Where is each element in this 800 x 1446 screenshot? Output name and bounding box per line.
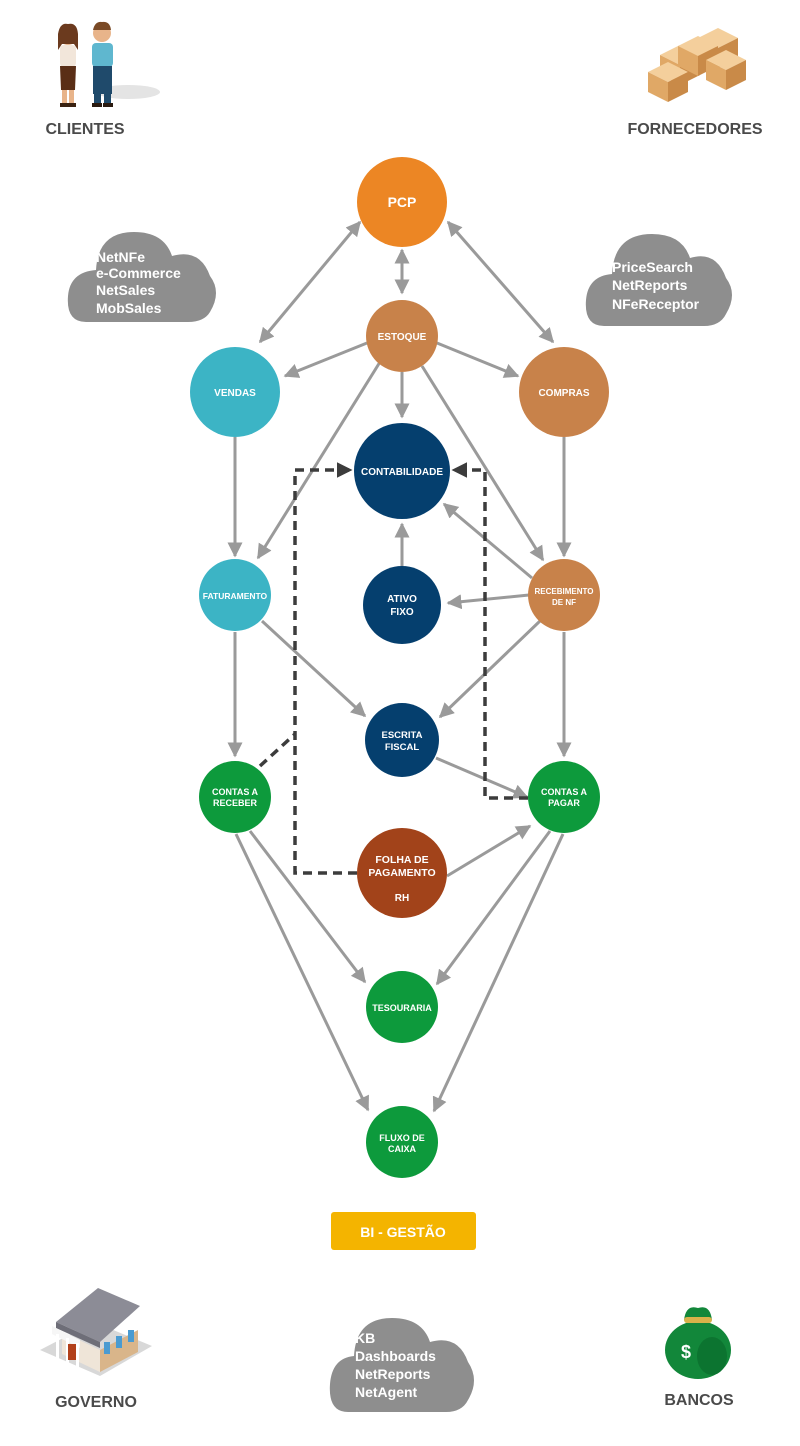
money-bag-icon: $ [665, 1307, 731, 1379]
node-ativo-fixo[interactable]: ATIVO FIXO [363, 566, 441, 644]
arrow-contas-receber-fluxo [234, 833, 370, 1112]
arrow-faturamento-escrita [260, 619, 367, 718]
arrow-recebimento-escrita [438, 619, 542, 719]
arrow-contas-pagar-fluxo [432, 833, 565, 1113]
node-label: VENDAS [214, 388, 256, 399]
cloud-bottom-item: KB [355, 1330, 375, 1346]
arrow-estoque-compras [436, 341, 520, 378]
node-compras[interactable]: COMPRAS [519, 347, 609, 437]
cloud-right-item: PriceSearch [612, 259, 693, 275]
bancos-label: BANCOS [664, 1392, 734, 1409]
cloud-right-item: NFeReceptor [612, 296, 700, 312]
dashed-connectors [258, 462, 528, 875]
cloud-bottom-item: NetAgent [355, 1384, 418, 1400]
arrow-estoque-faturamento [256, 361, 382, 560]
arrow-escrita-contas-pagar [435, 756, 529, 799]
cloud-left-item: e-Commerce [96, 265, 181, 281]
connector-arrows [227, 220, 572, 1113]
node-label: PAGAR [548, 798, 580, 808]
node-contabilidade[interactable]: CONTABILIDADE [354, 423, 450, 519]
cloud-bottom: KB Dashboards NetReports NetAgent [329, 1318, 474, 1412]
cloud-bottom-item: NetReports [355, 1366, 431, 1382]
node-label: CONTABILIDADE [361, 467, 443, 478]
node-label: CONTAS A [541, 787, 587, 797]
node-recebimento-nf[interactable]: RECEBIMENTO DE NF [528, 559, 600, 631]
node-contas-pagar[interactable]: CONTAS A PAGAR [528, 761, 600, 833]
node-label: PAGAMENTO [368, 867, 435, 879]
node-label: DE NF [552, 598, 576, 607]
node-label: ESTOQUE [378, 332, 427, 343]
node-label: ESCRITA [382, 730, 423, 741]
arrow-recebimento-contabilidade [442, 502, 533, 580]
dashed-left-loop [293, 462, 357, 875]
node-label: CAIXA [388, 1144, 417, 1154]
node-label: COMPRAS [538, 388, 589, 399]
arrow-folha-contas-pagar [446, 824, 532, 878]
node-estoque[interactable]: ESTOQUE [366, 300, 438, 372]
fornecedores-label: FORNECEDORES [627, 121, 762, 138]
cloud-left-item: NetNFe [96, 249, 145, 265]
dashed-right-loop [451, 462, 528, 800]
building-icon [40, 1288, 152, 1376]
node-label: FISCAL [385, 742, 420, 753]
bi-gestao-label: BI - GESTÃO [360, 1223, 446, 1240]
clientes-label: CLIENTES [45, 121, 124, 138]
bi-gestao-button[interactable]: BI - GESTÃO [331, 1212, 476, 1250]
dollar-sign: $ [681, 1342, 691, 1362]
node-label: ATIVO [387, 594, 417, 605]
arrow-pcp-compras [446, 220, 555, 344]
node-label: FLUXO DE [379, 1133, 425, 1143]
node-fluxo-caixa[interactable]: FLUXO DE CAIXA [366, 1106, 438, 1178]
node-vendas[interactable]: VENDAS [190, 347, 280, 437]
node-label: RH [395, 893, 409, 904]
node-contas-receber[interactable]: CONTAS A RECEBER [199, 761, 271, 833]
node-label: FIXO [390, 607, 414, 618]
arrow-pcp-vendas [258, 220, 362, 344]
governo-label: GOVERNO [55, 1394, 137, 1411]
arrow-contas-receber-tesouraria [248, 830, 367, 984]
node-label: RECEBER [213, 798, 258, 808]
cloud-left: NetNFe e-Commerce NetSales MobSales [67, 232, 217, 322]
cloud-bottom-item: Dashboards [355, 1348, 436, 1364]
cloud-right-item: NetReports [612, 277, 688, 293]
cloud-left-item: NetSales [96, 282, 155, 298]
arrow-recebimento-ativo [446, 593, 530, 610]
node-folha-pagamento[interactable]: FOLHA DE PAGAMENTO RH [357, 828, 447, 918]
people-icon [58, 21, 160, 107]
node-label: RECEBIMENTO [535, 587, 594, 596]
node-pcp[interactable]: PCP [357, 157, 447, 247]
node-label: FATURAMENTO [203, 591, 268, 601]
node-label: CONTAS A [212, 787, 258, 797]
node-escrita-fiscal[interactable]: ESCRITA FISCAL [365, 703, 439, 777]
arrow-estoque-recebimento [420, 365, 545, 562]
node-label: PCP [388, 194, 417, 210]
node-faturamento[interactable]: FATURAMENTO [199, 559, 271, 631]
node-label: FOLHA DE [375, 854, 428, 866]
dashed-contas-receber-link [258, 732, 297, 768]
node-tesouraria[interactable]: TESOURARIA [366, 971, 438, 1043]
node-label: TESOURARIA [372, 1003, 432, 1013]
cloud-left-item: MobSales [96, 300, 162, 316]
boxes-icon [648, 28, 746, 102]
arrow-contas-pagar-tesouraria [435, 830, 552, 986]
arrow-estoque-vendas [283, 341, 368, 378]
cloud-right: PriceSearch NetReports NFeReceptor [585, 234, 732, 326]
